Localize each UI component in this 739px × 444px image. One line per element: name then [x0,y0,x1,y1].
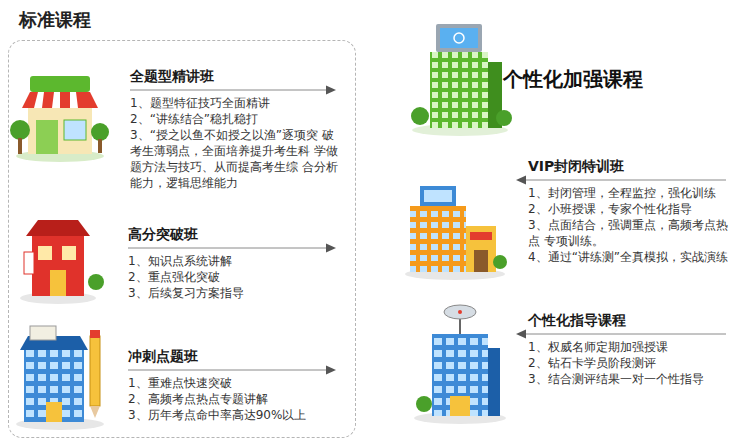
blue-building-icon [16,326,104,430]
blue-tower-icon-part [444,305,476,319]
blue-building-icon-part [24,350,84,422]
shop-icon-part [91,123,109,141]
pointer-line [526,180,726,181]
pointer-line [130,90,326,91]
section-title: 个性化加强课程 [503,66,643,93]
arrow-head [516,330,526,339]
blue-tower-icon-part [458,310,462,314]
orange-building-icon-part [466,226,496,272]
blue-building-icon-part [90,406,100,418]
blue-building-icon-part [46,402,62,422]
green-tower-icon-part [454,33,464,43]
green-tower-icon-part [440,28,478,48]
shop-icon-part [52,92,60,108]
course-entry: 冲刺点题班 1、重难点快速突破2、高频考点热点专题讲解3、历年考点命中率高达90%… [128,346,340,423]
red-building-icon-part [62,246,76,260]
green-tower-icon-part [430,52,488,128]
pointer-line [128,248,326,249]
course-entry: 全题型精讲班 1、题型特征技巧全面精讲2、“讲练结合”稳扎稳打3、“授之以鱼不如授… [130,66,345,191]
orange-building-icon-part [424,190,452,202]
arrow-head [326,366,336,375]
blue-tower-icon-part [488,348,500,416]
course-feature: 3、结合测评结果一对一个性指导 [528,371,731,387]
green-tower-icon-part [436,24,482,52]
red-building-icon-part [38,246,52,260]
course-group-frame: 标准课程全题型精讲班1、题型特征技巧全面精讲2、“讲练结合”稳扎稳打3、“授之以… [8,40,356,438]
arrow-head [326,86,336,95]
shop-icon-part [18,138,22,154]
red-building-icon-part [26,220,90,236]
orange-building-icon-part [410,206,466,272]
orange-building-icon [405,186,507,280]
shop-icon-part [28,108,92,154]
shop-icon-part [98,139,102,153]
course-name: 高分突破班 [128,224,333,244]
red-building-icon-part [50,270,66,296]
orange-building-icon-part [470,232,492,240]
orange-building-icon-part [493,255,507,269]
pointer-line [128,370,326,371]
course-feature: 2、“讲练结合”稳扎稳打 [130,111,345,127]
course-feature: 1、知识点系统讲解 [128,253,333,269]
group-title: 标准课程 [19,8,91,32]
shop-icon-part [22,92,98,108]
shop-icon-part [70,92,78,108]
green-tower-icon [411,24,512,136]
orange-building-icon-part [474,250,488,272]
shop-icon-part [10,120,30,140]
course-feature: 3、后续复习方案指导 [128,285,333,301]
course-feature: 1、权威名师定期加强授课 [528,339,731,355]
course-feature: 1、题型特征技巧全面精讲 [130,95,345,111]
blue-building-icon-part [90,336,100,406]
blue-tower-icon-part [416,396,432,412]
course-name: VIP封闭特训班 [528,156,731,176]
blue-building-icon-part [90,330,100,338]
shop-icon-part [30,76,90,92]
orange-building-icon-part [420,186,456,206]
pointer-line [526,334,726,335]
blue-tower-icon-part [432,334,488,416]
course-feature: 3、历年考点命中率高达90%以上 [128,407,340,423]
red-building-icon-part [24,252,34,274]
course-feature: 1、重难点快速突破 [128,375,340,391]
blue-building-icon-part [30,326,56,340]
course-entry: VIP封闭特训班 1、封闭管理，全程监控，强化训练2、小班授课，专家个性化指导3、… [528,156,731,265]
course-name: 冲刺点题班 [128,346,340,366]
green-tower-icon-part [496,110,512,126]
course-feature: 3、点面结合，强调重点，高频考点热点 专项训练。 [528,217,731,249]
shop-icon [10,76,109,162]
course-feature: 2、钻石卡学员阶段测评 [528,355,731,371]
course-entry: 高分突破班 1、知识点系统讲解2、重点强化突破3、后续复习方案指导 [128,224,333,301]
course-feature: 2、小班授课，专家个性化指导 [528,201,731,217]
shop-icon-part [64,120,86,140]
course-entry: 个性化指导课程 1、权威名师定期加强授课2、钻石卡学员阶段测评3、结合测评结果一对… [528,310,731,387]
red-building-icon-part [88,274,104,290]
course-feature: 1、封闭管理，全程监控，强化训练 [528,185,731,201]
red-building-icon [20,220,104,304]
arrow-head [326,244,336,253]
shop-icon-part [34,92,44,108]
green-tower-icon-part [411,107,429,125]
red-building-icon-part [32,236,84,296]
course-name: 全题型精讲班 [130,66,345,86]
arrow-head [516,176,526,185]
course-feature: 2、高频考点热点专题讲解 [128,391,340,407]
blue-tower-icon-part [450,396,470,416]
blue-tower-icon [414,305,506,424]
course-feature: 2、重点强化突破 [128,269,333,285]
course-feature: 4、通过“讲练测”全真模拟，实战演练 [528,249,731,265]
course-feature: 3、“授之以鱼不如授之以渔”逐项突 破考生薄弱点，全面培养提升考生科 学做题方法… [130,127,345,191]
shop-icon-part [36,120,58,154]
course-name: 个性化指导课程 [528,310,731,330]
